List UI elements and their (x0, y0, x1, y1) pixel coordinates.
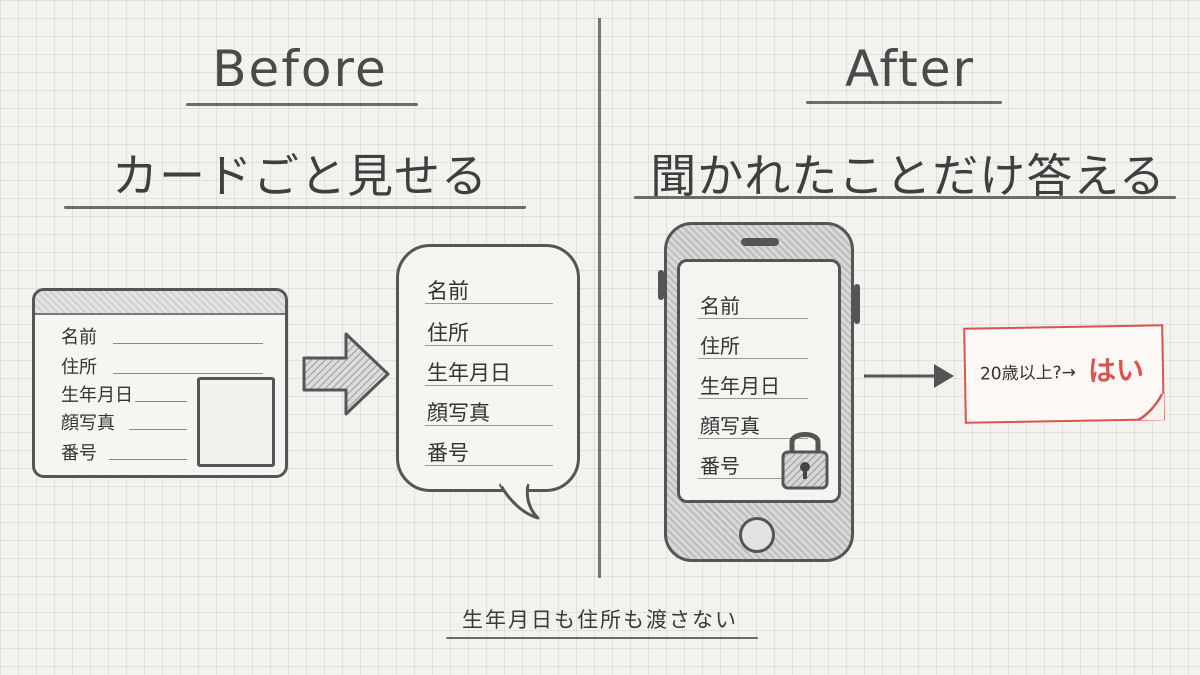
id-card-field: 生年月日 (61, 385, 133, 406)
id-photo-box (197, 377, 275, 467)
phone-field: 番号 (700, 454, 740, 478)
phone-field: 名前 (700, 294, 740, 318)
padlock-icon (781, 432, 829, 490)
phone-field: 顔写真 (700, 414, 760, 438)
phone-screen: 名前 住所 生年月日 顔写真 番号 (677, 259, 841, 503)
before-heading-underline (186, 103, 418, 106)
phone-line (698, 438, 808, 439)
phone-speaker (741, 238, 779, 246)
bubble-field: 番号 (427, 441, 469, 465)
answer-reply: はい (1087, 353, 1145, 388)
phone-line (698, 478, 782, 479)
bubble-field: 生年月日 (427, 361, 511, 385)
right-arrow-icon (302, 332, 390, 416)
bubble-line (425, 303, 553, 304)
after-heading: After (844, 40, 976, 98)
id-card-line (113, 373, 263, 374)
after-subheading: 聞かれたことだけ答える (650, 149, 1166, 203)
phone-line (698, 358, 808, 359)
speech-bubble-tail (498, 480, 540, 520)
bubble-field: 住所 (427, 321, 469, 345)
phone-field: 生年月日 (700, 374, 780, 398)
phone-side-button (854, 284, 860, 324)
smartphone: 名前 住所 生年月日 顔写真 番号 (664, 222, 854, 562)
bubble-field: 顔写真 (427, 401, 490, 425)
id-card: 名前 住所 生年月日 顔写真 番号 (32, 288, 288, 478)
id-card-band (35, 291, 285, 315)
after-subheading-underline (634, 196, 1176, 199)
id-card-line (129, 429, 187, 430)
id-card-field: 名前 (61, 327, 97, 348)
center-divider (598, 18, 601, 578)
before-subheading: カードごと見せる (112, 149, 488, 203)
bubble-field: 名前 (427, 279, 469, 303)
arrow-right-icon (864, 364, 954, 388)
speech-bubble: 名前 住所 生年月日 顔写真 番号 (396, 244, 580, 492)
id-card-field: 番号 (61, 443, 97, 464)
id-card-field: 顔写真 (61, 413, 115, 434)
phone-line (698, 318, 808, 319)
id-card-line (113, 343, 263, 344)
id-card-field: 住所 (61, 357, 97, 378)
id-card-line (135, 401, 187, 402)
before-heading: Before (212, 40, 388, 98)
bubble-line (425, 385, 553, 386)
phone-line (698, 398, 808, 399)
answer-note: 20歳以上?→ はい (963, 324, 1165, 424)
phone-home-button (739, 517, 775, 553)
bottom-caption: 生年月日も住所も渡さない (462, 608, 738, 632)
after-heading-underline (806, 101, 1002, 104)
note-curl (1137, 393, 1164, 422)
phone-side-button (658, 270, 664, 300)
answer-question: 20歳以上?→ (979, 362, 1077, 385)
bubble-line (425, 345, 553, 346)
before-subheading-underline (64, 206, 526, 209)
id-card-line (109, 459, 187, 460)
phone-field: 住所 (700, 334, 740, 358)
caption-underline (446, 637, 758, 639)
bubble-line (425, 465, 553, 466)
bubble-line (425, 425, 553, 426)
